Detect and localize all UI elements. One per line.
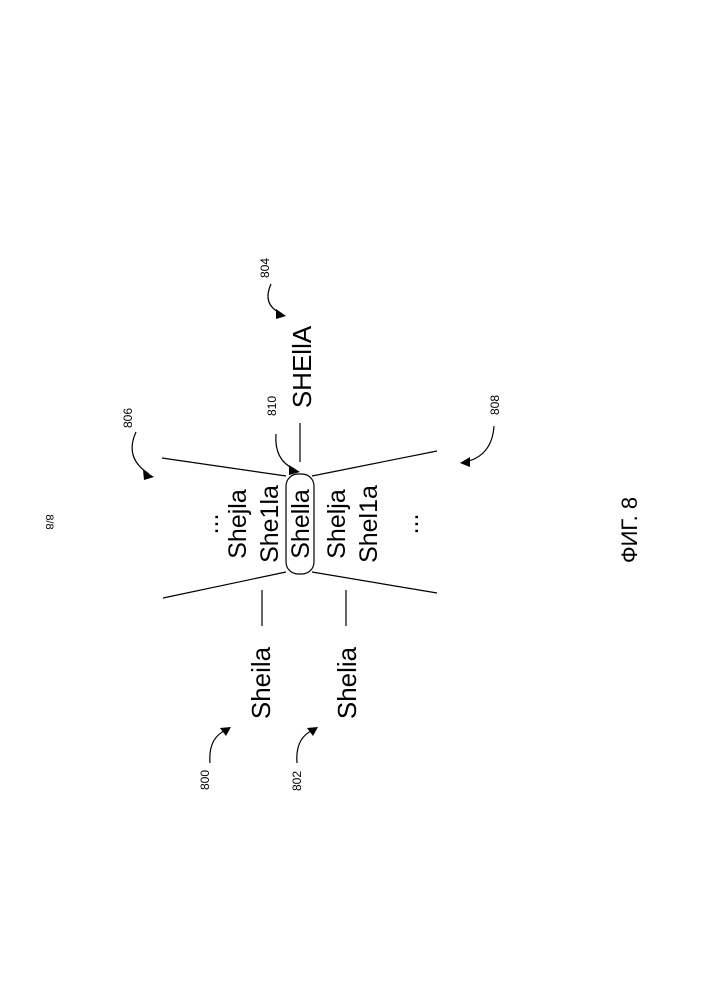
- page-number: 8/8: [43, 514, 55, 529]
- candidate-selected: Shella: [287, 489, 315, 559]
- leader-arrow-802: [297, 727, 318, 763]
- candidate-item: Shelja: [323, 489, 351, 559]
- leader-arrow-800: [210, 727, 231, 763]
- candidate-ellipsis-top: ...: [196, 514, 224, 535]
- ref-804: 804: [258, 258, 272, 278]
- leader-arrow-810: [276, 434, 300, 475]
- funnel-left-lower: [312, 572, 437, 593]
- output-word-804: SHEllA: [287, 325, 317, 408]
- leader-arrow-804: [268, 284, 286, 319]
- funnel-right-lower: [312, 451, 437, 476]
- candidate-item: She1la: [256, 485, 284, 563]
- ref-810: 810: [265, 396, 279, 416]
- leader-arrow-808: [460, 426, 494, 467]
- candidate-item: Shel1a: [355, 485, 383, 563]
- funnel-left-upper: [163, 572, 286, 598]
- candidate-item: Shejla: [224, 489, 252, 559]
- figure-label: ФИГ. 8: [617, 497, 642, 563]
- leader-arrow-806: [132, 432, 154, 480]
- ref-802: 802: [290, 771, 304, 791]
- input-word-800: Sheila: [246, 646, 276, 719]
- candidate-ellipsis-bottom: ...: [396, 514, 424, 535]
- ref-806: 806: [121, 408, 135, 428]
- input-word-802: Shelia: [332, 646, 362, 719]
- ref-808: 808: [488, 395, 502, 415]
- ref-800: 800: [198, 770, 212, 790]
- funnel-right-upper: [162, 458, 286, 476]
